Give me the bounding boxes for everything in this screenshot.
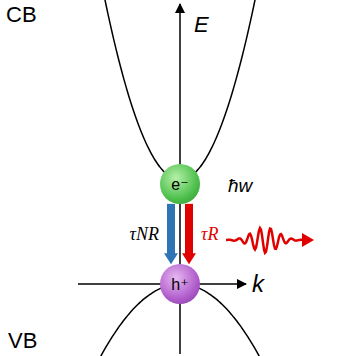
particle-label: h⁺ (171, 275, 188, 294)
photon-label: ħw (228, 176, 252, 195)
conduction-band (104, 0, 256, 180)
photon-wave (226, 228, 304, 253)
arrow-shaft (167, 204, 175, 254)
lifetime-label: τR (201, 225, 218, 243)
arrow-shaft (185, 204, 193, 254)
axis-label: k (252, 272, 264, 296)
band-label: CB (6, 4, 37, 26)
hole-circle: h⁺ (160, 264, 200, 304)
particle-label: e⁻ (171, 175, 188, 194)
radiative-arrow (182, 204, 196, 264)
nonradiative-arrow (164, 204, 178, 264)
axis-label: E (194, 14, 209, 36)
photon-arrowhead (302, 233, 314, 247)
band-label: VB (8, 330, 37, 352)
lifetime-label: τNR (130, 225, 159, 243)
electron-circle: e⁻ (160, 164, 200, 204)
arrow-head (182, 253, 196, 264)
arrow-head (164, 253, 178, 264)
